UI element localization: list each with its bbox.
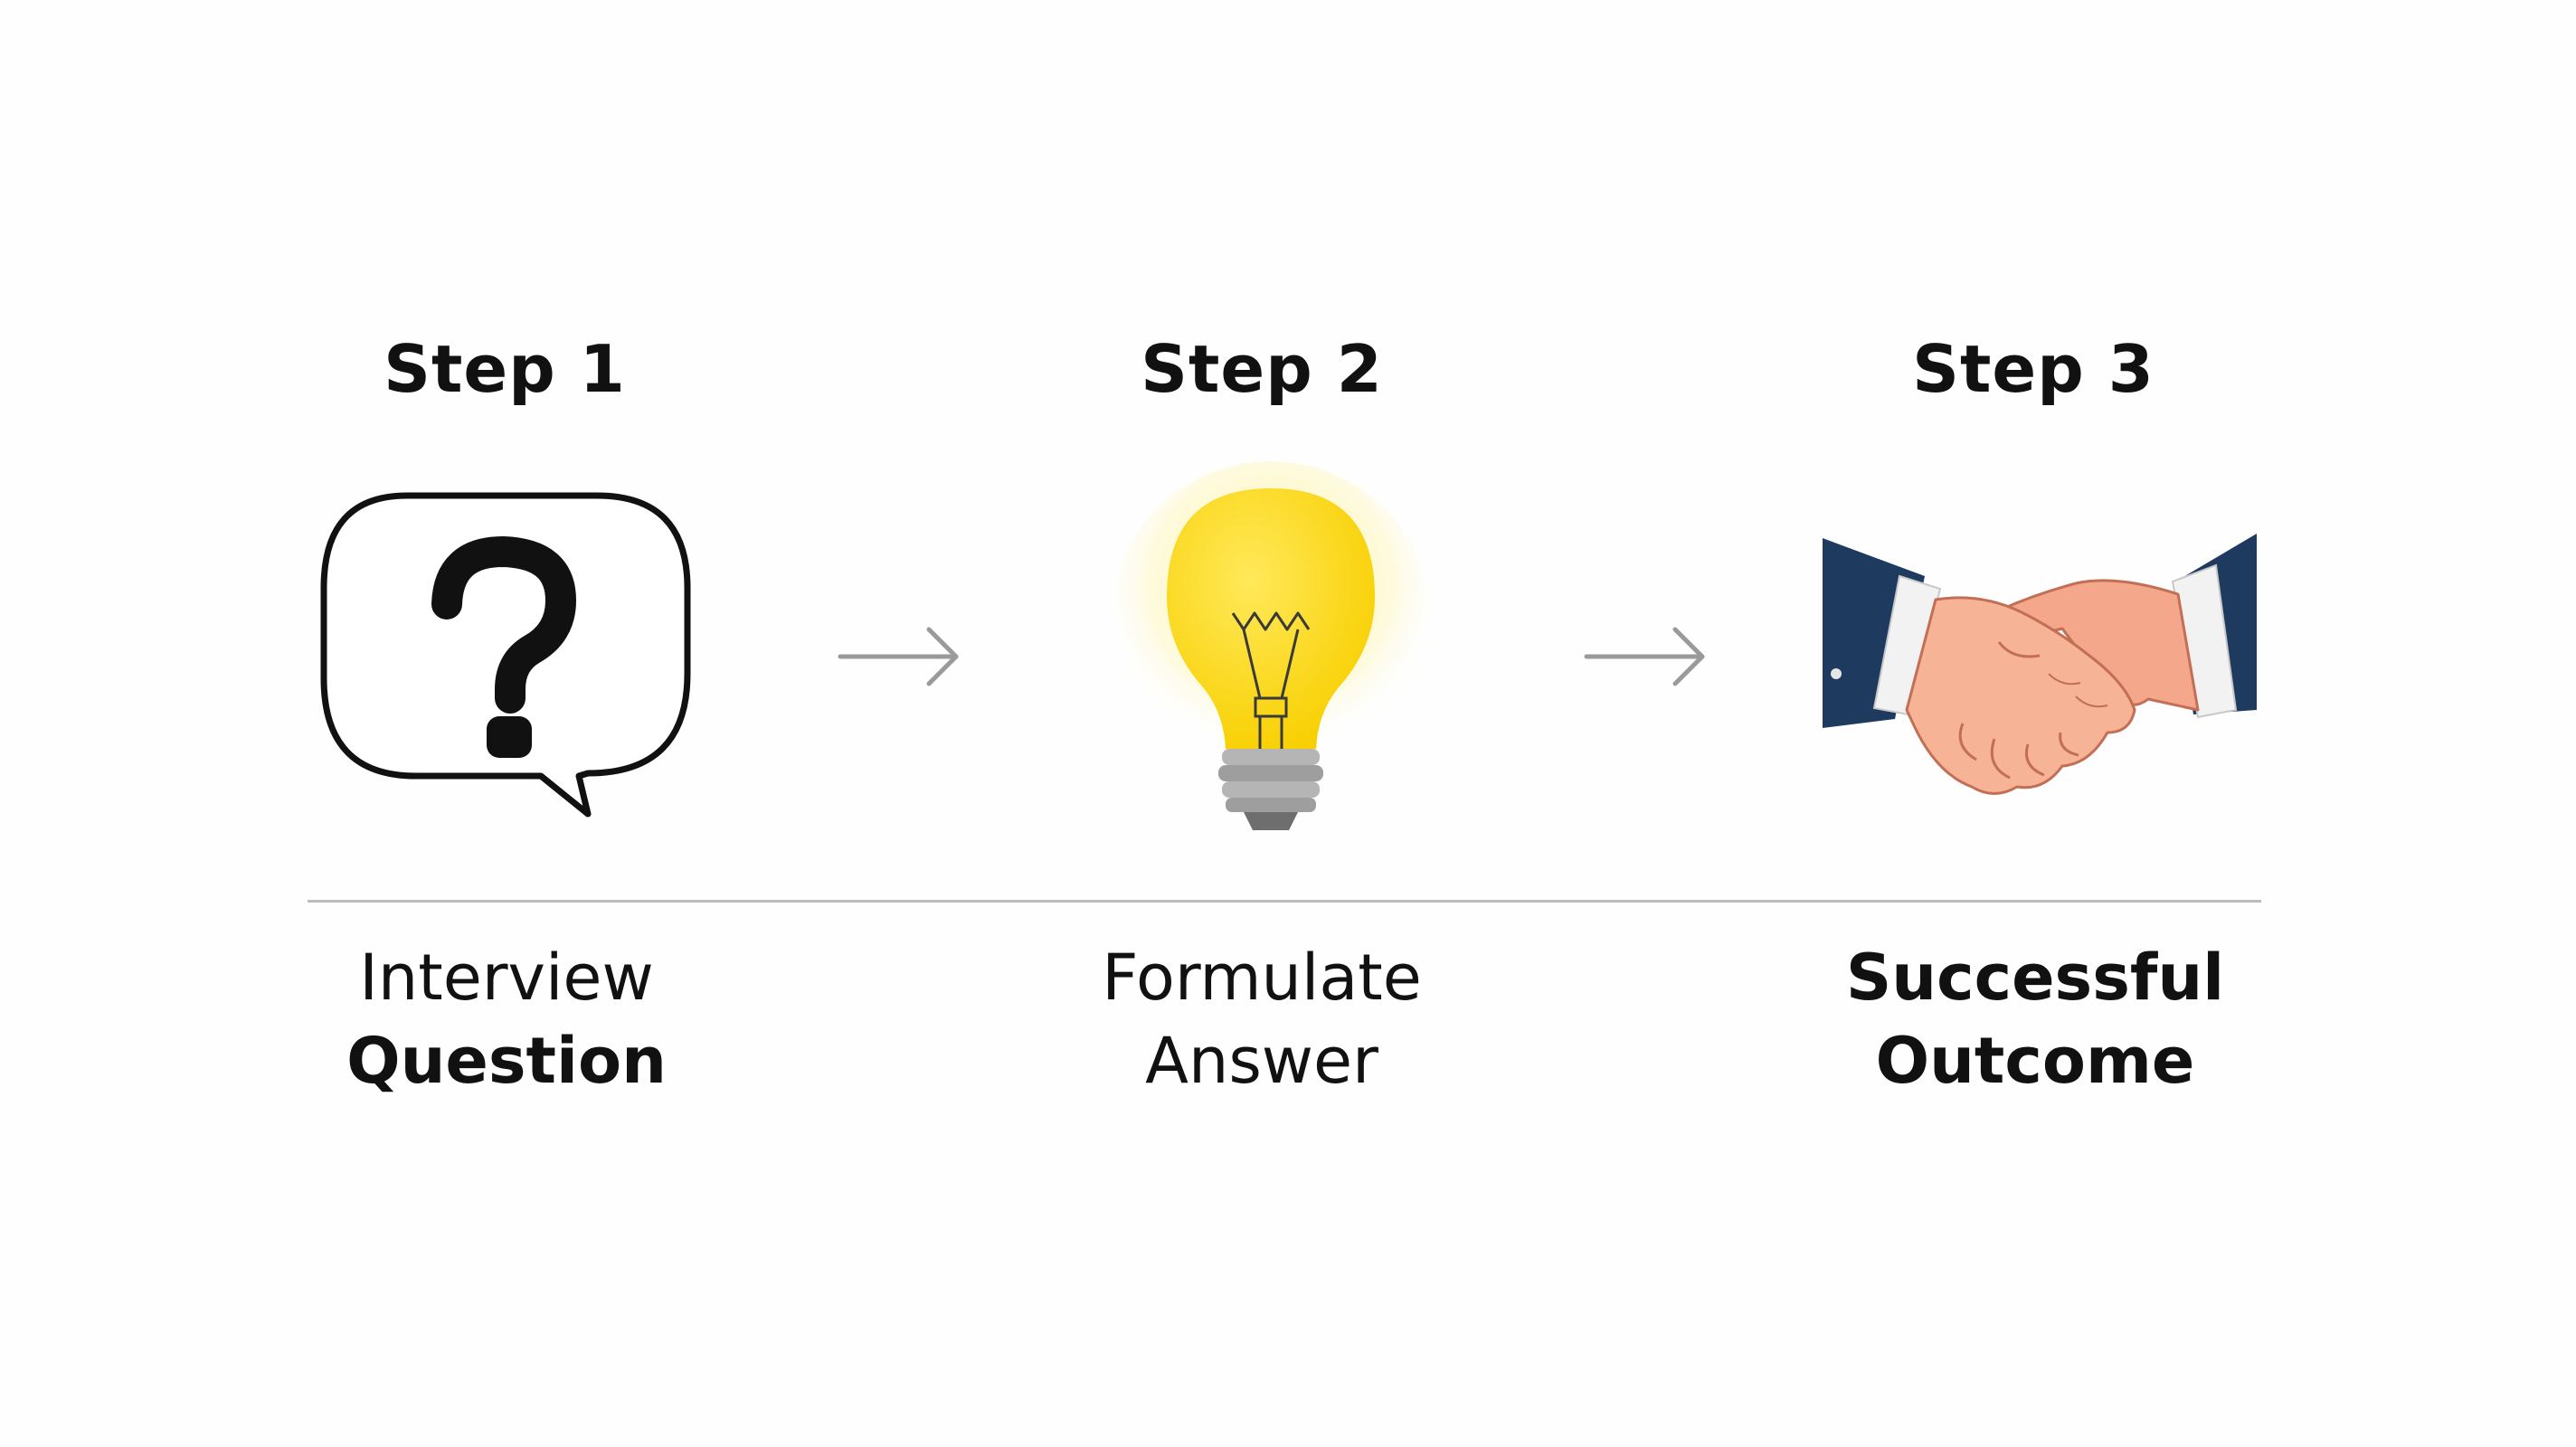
step-1-caption: Interview Question [235,936,778,1102]
step-3-title: Step 3 [1912,331,2155,407]
step-3-caption: Successful Outcome [1764,936,2306,1102]
divider-line [308,900,2261,903]
step-3-caption-line-1: Successful [1845,941,2225,1015]
step-3-caption-line-2: Outcome [1875,1024,2195,1098]
step-2-title: Step 2 [1141,331,1383,407]
handshake-icon [1823,534,2257,795]
step-1-caption-line-2: Question [346,1024,667,1098]
arrow-icon [1584,627,1705,686]
step-2-caption-line-2: Answer [1145,1024,1378,1098]
question-speech-bubble-icon [320,492,691,818]
lightbulb-icon [1113,461,1429,830]
step-1-caption-line-1: Interview [359,941,654,1015]
step-1-title: Step 1 [384,331,626,407]
step-2-caption-line-1: Formulate [1102,941,1422,1015]
step-2-caption: Formulate Answer [990,936,1533,1102]
arrow-icon [838,627,959,686]
